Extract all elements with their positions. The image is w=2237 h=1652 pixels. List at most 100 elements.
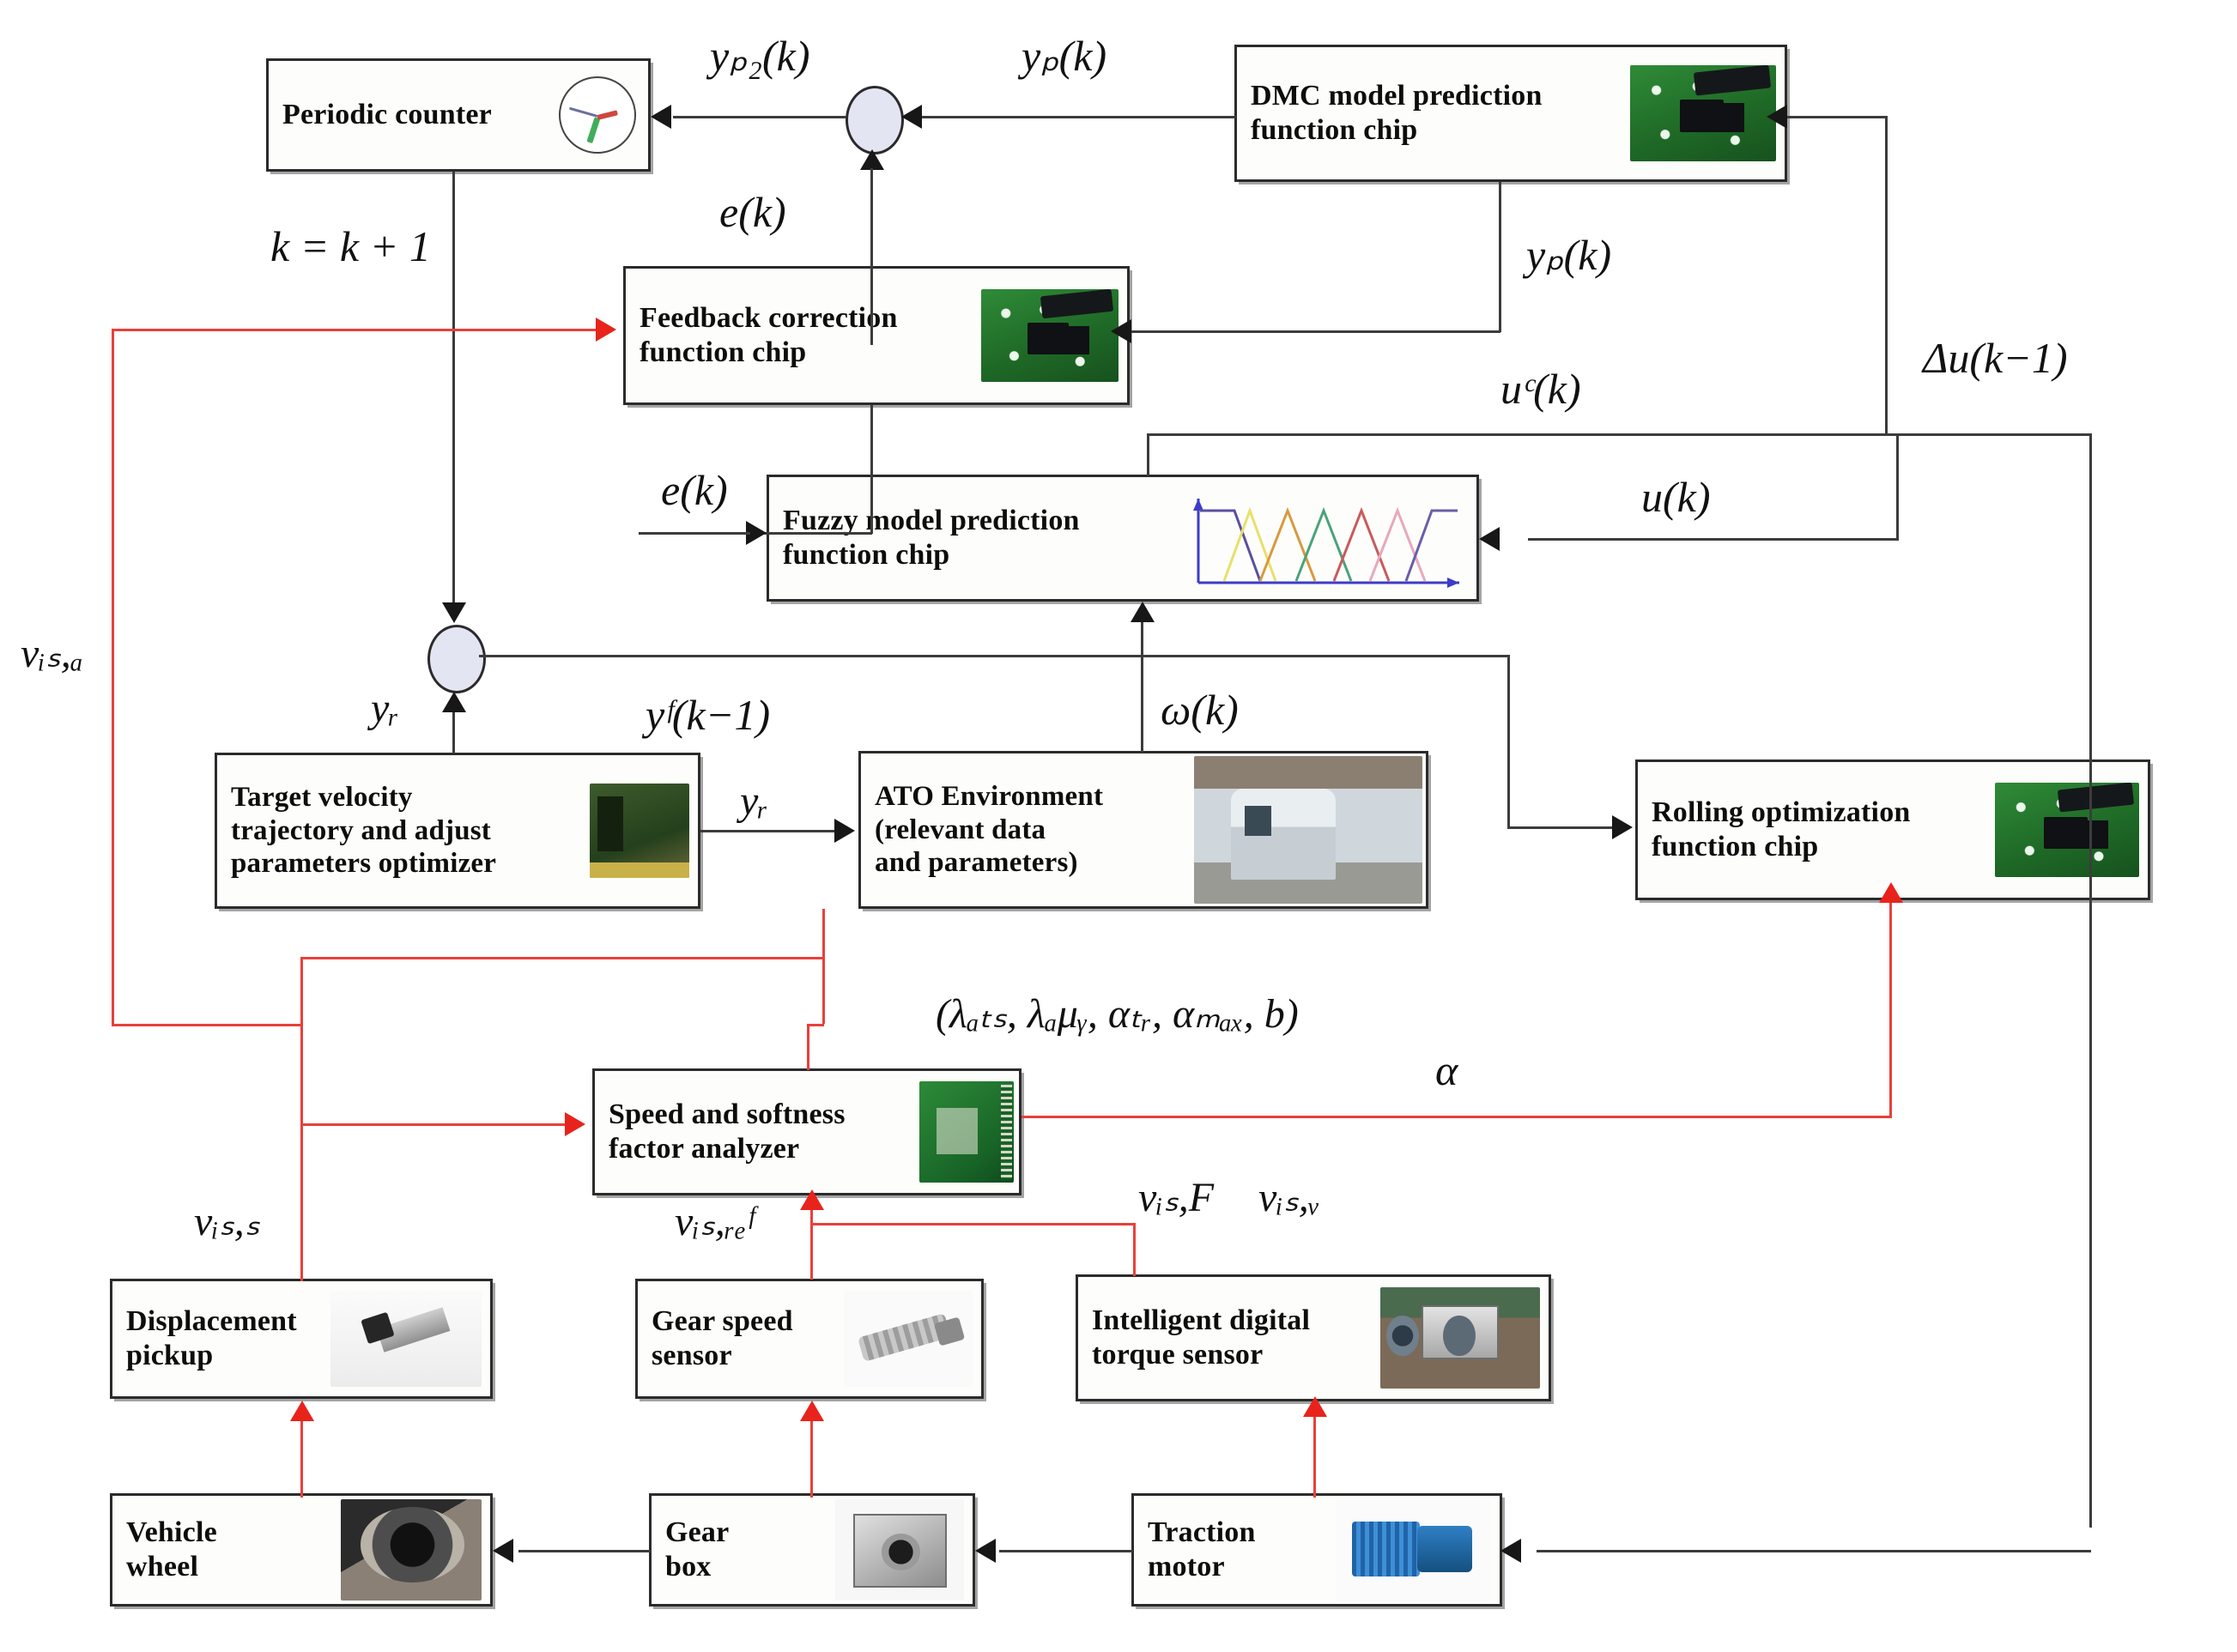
label-v-is-a: vᵢₛ,ₐ — [21, 631, 83, 676]
wire-params-to-analyzer — [807, 1024, 809, 1070]
block-ato-environment[interactable]: ATO Environment (relevant data and param… — [858, 751, 1428, 909]
wire-uk-to-fuzzy — [1528, 538, 1899, 541]
block-target-velocity-optimizer[interactable]: Target velocity trajectory and adjust pa… — [215, 753, 700, 909]
wire-dmc-to-node — [903, 116, 1236, 118]
wire-to-rolling-down — [1507, 655, 1510, 826]
wire-feedback-down — [870, 405, 873, 534]
block-rolling-optimization-chip[interactable]: Rolling optimization function chip — [1635, 759, 2150, 900]
arrowhead-node-ek — [860, 149, 884, 170]
arrowhead-rolling-input — [1612, 815, 1633, 839]
arrowhead-node-input — [901, 105, 922, 129]
block-gear-box-label: Gear box — [665, 1516, 730, 1582]
block-traction-motor[interactable]: Traction motor — [1131, 1493, 1502, 1607]
label-parameters-tuple: (λₐₜₛ, λₐμᵧ, αₜᵣ, αₘₐₓ, b) — [936, 991, 1299, 1037]
label-v-is-ref: vᵢₛ,ᵣₑᶠ — [675, 1199, 754, 1244]
wire-visv-up — [1133, 1223, 1136, 1276]
wire-motor-to-gearbox — [999, 1550, 1133, 1552]
label-omega-k: ω(k) — [1161, 686, 1239, 734]
pcb-board-icon — [1995, 783, 2139, 877]
block-target-velocity-optimizer-label: Target velocity trajectory and adjust pa… — [231, 781, 497, 880]
block-gear-speed-sensor-label: Gear speed sensor — [652, 1304, 793, 1371]
wire-counter-down — [452, 172, 455, 609]
label-delta-u-k-1: Δu(k−1) — [1923, 334, 2068, 382]
arrowhead-dmc-input — [1767, 105, 1787, 129]
summing-node-top — [846, 86, 904, 154]
wire-visa-vertical — [112, 329, 114, 1024]
pcb-strip-icon — [919, 1081, 1014, 1183]
label-alpha: α — [1435, 1046, 1458, 1094]
block-ato-environment-label: ATO Environment (relevant data and param… — [875, 780, 1104, 879]
label-y-r-arrow: yᵣ — [740, 778, 769, 824]
block-torque-sensor[interactable]: Intelligent digital torque sensor — [1076, 1274, 1551, 1401]
wire-uc-down — [1147, 433, 1149, 476]
arrowhead-gearbox-input — [975, 1539, 996, 1563]
label-uc-k: uᶜ(k) — [1500, 365, 1581, 413]
arrowhead-feedback-input — [1111, 319, 1131, 343]
wire-motor-feed — [1537, 1550, 2091, 1552]
gauge-icon — [559, 76, 636, 154]
wire-du-bridge — [1885, 433, 2091, 436]
wire-du-bus-vertical — [1885, 116, 1888, 433]
label-y-r-node: yᵣ — [371, 686, 400, 731]
block-rolling-optimization-chip-label: Rolling optimization function chip — [1652, 796, 1911, 862]
arrowhead-wheel-input — [493, 1539, 513, 1563]
block-fuzzy-model-prediction-chip[interactable]: Fuzzy model prediction function chip — [767, 475, 1479, 602]
block-periodic-counter[interactable]: Periodic counter — [266, 58, 651, 172]
wire-dmc-to-feedback — [1131, 330, 1500, 333]
wire-du-right-col — [2089, 433, 2092, 1528]
label-u-k: u(k) — [1641, 473, 1711, 521]
label-yf-k-1: yᶠ(k−1) — [646, 691, 771, 739]
arrowhead-feedback-red-input — [596, 318, 616, 342]
wire-dmc-down — [1499, 182, 1501, 332]
wire-node-to-rolling-h — [479, 655, 1509, 657]
wire-uk-riser — [1896, 433, 1899, 540]
wheel-photo-icon — [341, 1499, 482, 1601]
torque-sensor-photo-icon — [1380, 1287, 1540, 1389]
arrowhead-analyzer-red-input — [565, 1112, 585, 1136]
label-yp-k-right: yₚ(k) — [1526, 231, 1612, 279]
arrowhead-fuzzy-omega — [1131, 602, 1155, 622]
block-speed-softness-analyzer-label: Speed and softness factor analyzer — [609, 1098, 846, 1165]
pcb-board-icon — [1630, 65, 1776, 161]
block-vehicle-wheel-label: Vehicle wheel — [126, 1516, 217, 1582]
arrowhead-torquesensor-input — [1303, 1396, 1327, 1417]
wire-motor-to-torquesensor — [1313, 1416, 1316, 1498]
wire-uc-horizontal — [1147, 433, 1887, 436]
block-displacement-pickup[interactable]: Displacement pickup — [110, 1279, 493, 1399]
wire-ek-riser — [870, 168, 873, 268]
wire-visa-bottom — [112, 1024, 300, 1026]
block-displacement-pickup-label: Displacement pickup — [126, 1304, 297, 1371]
arrowhead-speedsensor-input — [800, 1401, 824, 1421]
block-dmc-model-prediction-chip-label: DMC model prediction function chip — [1251, 79, 1543, 146]
wire-visF-h — [824, 1223, 1133, 1225]
wire-visref-up — [810, 1223, 813, 1280]
arrowhead-motor-input — [1500, 1539, 1521, 1563]
label-e-k-top: e(k) — [719, 188, 786, 236]
block-gear-box[interactable]: Gear box — [649, 1493, 975, 1607]
arrowhead-pickup-input — [290, 1401, 314, 1421]
wire-ato-omega-up — [1141, 622, 1143, 753]
train-photo-icon — [1194, 756, 1422, 904]
wire-to-rolling-h — [1507, 826, 1614, 829]
block-fuzzy-model-prediction-chip-label: Fuzzy model prediction function chip — [783, 504, 1080, 571]
wire-viss-to-analyzer — [300, 1123, 567, 1126]
wire-alpha-h — [1022, 1116, 1892, 1118]
label-v-is-F: vᵢₛ,F — [1138, 1175, 1215, 1220]
label-yp2-k: yₚ₂(k) — [710, 32, 810, 80]
arrowhead-fuzzy-uk-input — [1479, 527, 1500, 551]
block-vehicle-wheel[interactable]: Vehicle wheel — [110, 1493, 493, 1607]
label-v-is-s: vᵢₛ,ₛ — [194, 1199, 260, 1244]
fuzzy-membership-plot-icon — [1186, 487, 1470, 590]
block-dmc-model-prediction-chip[interactable]: DMC model prediction function chip — [1234, 45, 1787, 182]
block-gear-speed-sensor[interactable]: Gear speed sensor — [635, 1279, 984, 1399]
arrowhead-node-yr-bottom — [442, 692, 466, 712]
wire-params-h — [807, 1024, 824, 1026]
block-feedback-correction-chip[interactable]: Feedback correction function chip — [623, 266, 1130, 405]
wire-gearbox-to-speedsensor — [810, 1420, 813, 1498]
wire-ato-down-red — [822, 909, 825, 959]
wire-params-down — [822, 957, 825, 1024]
wire-visref-up2 — [810, 1195, 813, 1247]
block-speed-softness-analyzer[interactable]: Speed and softness factor analyzer — [592, 1068, 1022, 1195]
wire-alpha-up — [1889, 903, 1892, 1117]
